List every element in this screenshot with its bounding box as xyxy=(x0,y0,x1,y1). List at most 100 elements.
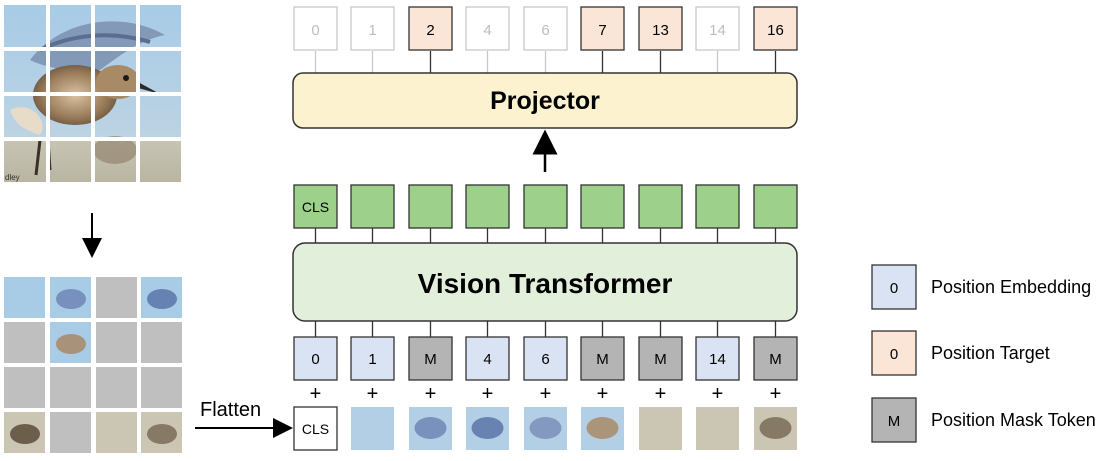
output-box-label: 14 xyxy=(709,22,726,39)
cls-input-token: CLS xyxy=(293,406,338,451)
legend-swatch-label: 0 xyxy=(890,346,898,363)
token-rect xyxy=(523,184,568,229)
output-box: 0 xyxy=(293,6,338,73)
patch-bird-fragment xyxy=(147,289,177,309)
output-token xyxy=(695,184,740,243)
plus-sign: + xyxy=(540,383,552,405)
position-label: M xyxy=(769,351,782,368)
input-patch-row: CLS xyxy=(293,406,797,451)
cls-token: CLS xyxy=(293,184,338,243)
projector-box xyxy=(292,72,798,129)
patch-cell xyxy=(141,322,182,363)
plus-sign: + xyxy=(712,383,724,405)
position-rect xyxy=(293,336,338,381)
output-token xyxy=(350,184,395,243)
position-label: M xyxy=(596,351,609,368)
output-box: 4 xyxy=(465,6,510,73)
output-box-rect xyxy=(695,6,740,51)
cls-input-rect xyxy=(293,406,338,451)
plus-sign: + xyxy=(310,383,322,405)
output-box-label: 1 xyxy=(368,22,376,39)
image-patch xyxy=(524,407,567,450)
masked-patch xyxy=(4,322,45,363)
plus-sign: + xyxy=(597,383,609,405)
masked-patch xyxy=(96,367,137,408)
token-rect xyxy=(638,184,683,229)
position-rect xyxy=(580,336,625,381)
visible-patch xyxy=(50,277,91,318)
output-box-rect xyxy=(293,6,338,51)
position-rect xyxy=(465,336,510,381)
patch-cell xyxy=(4,277,45,318)
position-mask-token: M xyxy=(580,321,625,381)
patch-bird-fragment xyxy=(414,417,447,439)
output-box-label: 2 xyxy=(426,22,434,39)
plus-sign: + xyxy=(425,383,437,405)
position-rect xyxy=(350,336,395,381)
position-label: M xyxy=(424,351,437,368)
masked-patch xyxy=(141,367,182,408)
output-box-label: 7 xyxy=(598,22,606,39)
patch-bird-fragment xyxy=(56,334,86,354)
vision-transformer-label: Vision Transformer xyxy=(418,268,673,299)
position-label: 14 xyxy=(709,351,726,368)
output-box-rect xyxy=(465,6,510,51)
output-box-rect xyxy=(523,6,568,51)
patch-bg xyxy=(351,407,394,450)
token-rect xyxy=(408,184,453,229)
position-embedding: 14 xyxy=(695,321,740,381)
image-patch xyxy=(639,407,682,450)
position-mask-token: M xyxy=(638,321,683,381)
patch-bg xyxy=(639,407,682,450)
legend-label: Position Embedding xyxy=(931,277,1091,297)
plus-sign-row: +++++++++ xyxy=(310,383,782,405)
patch-bird-fragment xyxy=(471,417,504,439)
masked-patch xyxy=(50,412,91,453)
output-box-label: 0 xyxy=(311,22,319,39)
token-rect xyxy=(293,184,338,229)
visible-patch xyxy=(4,412,45,453)
plus-sign: + xyxy=(655,383,667,405)
legend-swatch-label: 0 xyxy=(890,280,898,297)
visible-patch xyxy=(50,322,91,363)
output-box-label: 4 xyxy=(483,22,491,39)
visible-patch xyxy=(141,277,182,318)
output-token xyxy=(465,184,510,243)
visible-patch xyxy=(4,277,45,318)
image-patch xyxy=(351,407,394,450)
image-patch xyxy=(581,407,624,450)
output-token xyxy=(523,184,568,243)
masked-patch xyxy=(50,367,91,408)
masked-image-grid xyxy=(4,277,182,453)
plus-sign: + xyxy=(482,383,494,405)
position-label: 0 xyxy=(311,351,319,368)
legend-swatch xyxy=(871,264,917,310)
masked-patch xyxy=(141,322,182,363)
output-box: 13 xyxy=(638,6,683,73)
output-box: 7 xyxy=(580,6,625,73)
legend-swatch-label: M xyxy=(888,413,901,430)
output-token xyxy=(753,184,798,243)
legend-swatch xyxy=(871,330,917,376)
output-box-label: 16 xyxy=(767,22,784,39)
image-patch xyxy=(696,407,739,450)
position-embedding: 1 xyxy=(350,321,395,381)
projector-label: Projector xyxy=(490,87,600,115)
patch-bg xyxy=(696,407,739,450)
patch-bird-fragment xyxy=(56,289,86,309)
patch-cell xyxy=(50,367,91,408)
position-rect xyxy=(638,336,683,381)
cls-input-label: CLS xyxy=(302,421,329,437)
output-box-rect xyxy=(638,6,683,51)
output-box-rect xyxy=(350,6,395,51)
original-image-grid: dley xyxy=(4,5,181,182)
output-box-rect xyxy=(580,6,625,51)
visible-patch xyxy=(96,412,137,453)
position-rect xyxy=(523,336,568,381)
patch-cell xyxy=(96,367,137,408)
patch-cell xyxy=(96,322,137,363)
token-rect xyxy=(580,184,625,229)
position-label: 6 xyxy=(541,351,549,368)
output-token xyxy=(408,184,453,243)
